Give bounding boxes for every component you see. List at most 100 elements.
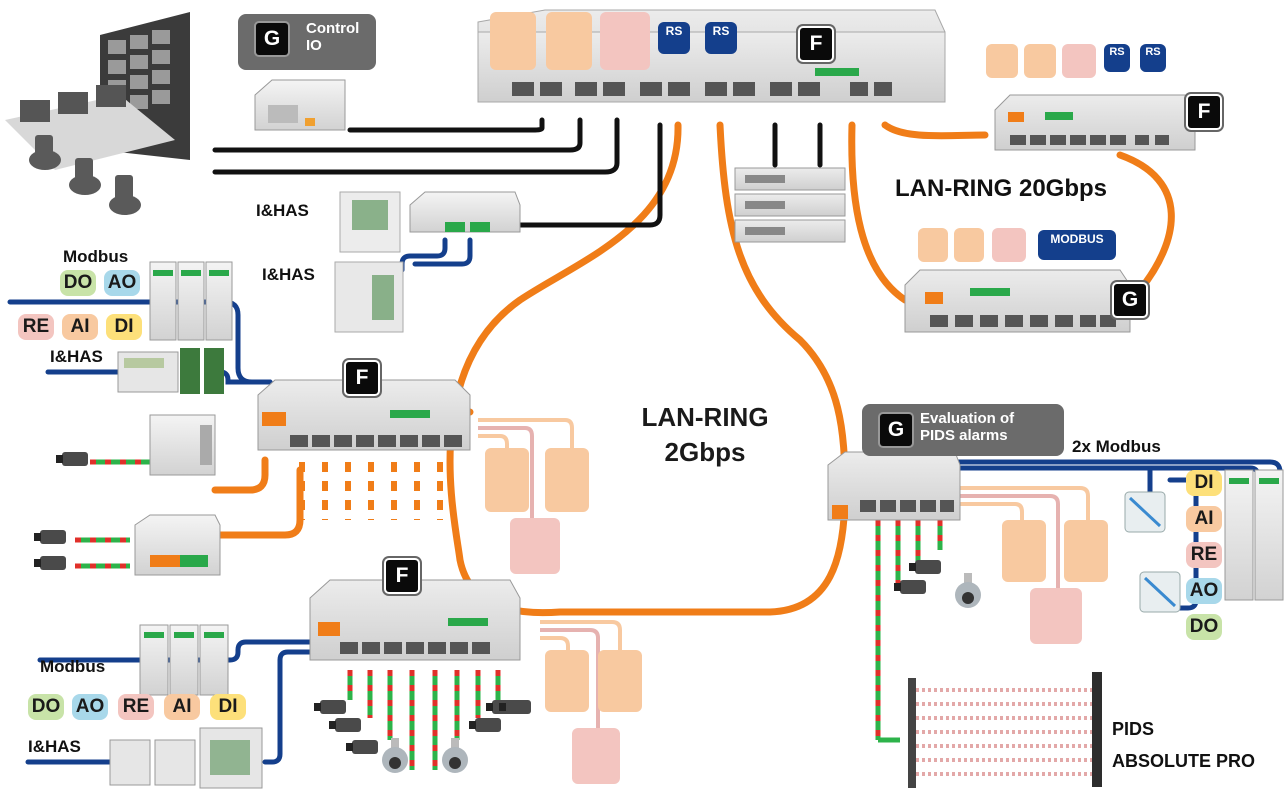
control-io-label: Control IO	[306, 20, 360, 55]
server-stack-icon	[734, 167, 846, 243]
chip-g-control: G	[256, 23, 288, 55]
io-badge-di: DI	[1186, 470, 1222, 496]
pids-eval-callout: G Evaluation of PIDS alarms	[862, 404, 1064, 456]
camera-icon	[909, 560, 941, 574]
orange-dashed-drops	[299, 462, 443, 520]
rs-bus-icon: RS	[705, 22, 737, 54]
io-badge-do: DO	[1186, 614, 1222, 640]
door-contact-icon	[545, 448, 589, 512]
camera-icon	[894, 580, 926, 594]
modbus-label-top: Modbus	[63, 247, 129, 266]
camera-icon	[34, 556, 66, 570]
rs-bus-icon: RS	[1140, 44, 1166, 72]
io-badge-do: DO	[60, 270, 96, 296]
lan-ring-2gbps-line1: LAN-RING	[641, 402, 769, 432]
chip-g-right: G	[1114, 284, 1146, 316]
cameras	[34, 452, 981, 773]
door-contact-icon	[1064, 520, 1108, 582]
sensor-wires	[478, 418, 1090, 730]
io-badge-do: DO	[28, 694, 64, 720]
media-converter-rail	[149, 414, 216, 476]
lightbulb-icon	[1030, 588, 1082, 644]
dome-camera-icon	[382, 738, 408, 773]
lightbulb-icon	[1062, 44, 1096, 78]
lightbulb-icon	[572, 728, 620, 784]
ihas-label-2: I&HAS	[262, 265, 315, 284]
camera-icon	[56, 452, 88, 466]
lan-ring-20gbps-label: LAN-RING 20Gbps	[895, 175, 1108, 202]
lan-ring-2gbps-label: LAN-RING 2Gbps	[630, 402, 780, 468]
camera-icon	[469, 718, 501, 732]
io-badge-ao: AO	[1186, 578, 1222, 604]
switch-bottom-left-f	[309, 579, 521, 661]
dome-camera-icon	[442, 738, 468, 773]
modbus-bus-icon: MODBUS	[1038, 230, 1116, 260]
person-motion-sensor-icon	[485, 448, 529, 512]
chip-f-bottom: F	[386, 560, 418, 592]
switch-top-right	[994, 94, 1196, 151]
keypads-bottom	[109, 727, 263, 789]
person-motion-sensor-icon	[1002, 520, 1046, 582]
modbus-label-bottom: Modbus	[40, 657, 106, 676]
modbus-modules-right	[1224, 469, 1284, 601]
pids-label-line2: ABSOLUTE PRO	[1112, 751, 1256, 771]
switch-left-f	[257, 379, 471, 451]
modbus-modules-top	[149, 261, 233, 341]
person-motion-sensor-icon	[986, 44, 1018, 78]
io-badge-ao: AO	[104, 270, 140, 296]
rs-bus-icon: RS	[1104, 44, 1130, 72]
io-badge-ai: AI	[1186, 506, 1222, 532]
door-contact-icon	[954, 228, 984, 262]
camera-icon	[346, 740, 378, 754]
switch-right-g	[904, 269, 1131, 333]
modbus-2x-label: 2x Modbus	[1072, 437, 1161, 456]
media-converter-bottom	[134, 514, 221, 576]
black-cables	[212, 117, 823, 228]
io-badge-ai: AI	[164, 694, 200, 720]
modbus-modules-bottom	[139, 624, 229, 696]
lightbulb-icon	[600, 12, 650, 70]
io-badge-re: RE	[18, 314, 54, 340]
rs-bus-icon: RS	[658, 22, 690, 54]
camera-links	[75, 459, 943, 770]
camera-icon	[314, 700, 346, 714]
ihas-label-4: I&HAS	[28, 737, 81, 756]
lightbulb-icon	[992, 228, 1026, 262]
lan-ring-20gbps	[211, 121, 1175, 539]
lightbulb-icon	[510, 518, 560, 574]
control-io-device	[254, 79, 346, 131]
lan-ring-2gbps-line2: 2Gbps	[664, 437, 746, 468]
door-contact-icon	[546, 12, 592, 70]
chip-f-left: F	[346, 362, 378, 394]
chip-g-pids: G	[880, 414, 912, 446]
chip-f-main: F	[800, 28, 832, 60]
alarm-panel-icon	[117, 348, 224, 394]
person-motion-sensor-icon	[545, 650, 589, 712]
ihas-label-1: I&HAS	[256, 201, 309, 220]
junction-box-icon	[1124, 491, 1181, 613]
door-contact-icon	[598, 650, 642, 712]
io-badge-re: RE	[1186, 542, 1222, 568]
camera-icon	[34, 530, 66, 544]
io-badge-re: RE	[118, 694, 154, 720]
ihas-enclosures	[334, 191, 521, 333]
io-badge-ai: AI	[62, 314, 98, 340]
io-badge-di: DI	[210, 694, 246, 720]
io-badge-di: DI	[106, 314, 142, 340]
pids-eval-label: Evaluation of PIDS alarms	[920, 410, 1015, 445]
pids-label-line1: PIDS	[1112, 719, 1155, 739]
io-badge-ao: AO	[72, 694, 108, 720]
control-room-icon	[5, 12, 190, 215]
ihas-label-3: I&HAS	[50, 347, 103, 366]
control-io-callout: G Control IO	[238, 14, 376, 70]
pids-fence-icon	[908, 672, 1102, 788]
person-motion-sensor-icon	[918, 228, 948, 262]
door-contact-icon	[1024, 44, 1056, 78]
chip-f-top-right: F	[1188, 96, 1220, 128]
camera-icon	[499, 700, 531, 714]
dome-camera-icon	[955, 573, 981, 608]
switch-pids-g	[827, 451, 961, 521]
camera-icon	[329, 718, 361, 732]
person-motion-sensor-icon	[490, 12, 536, 70]
